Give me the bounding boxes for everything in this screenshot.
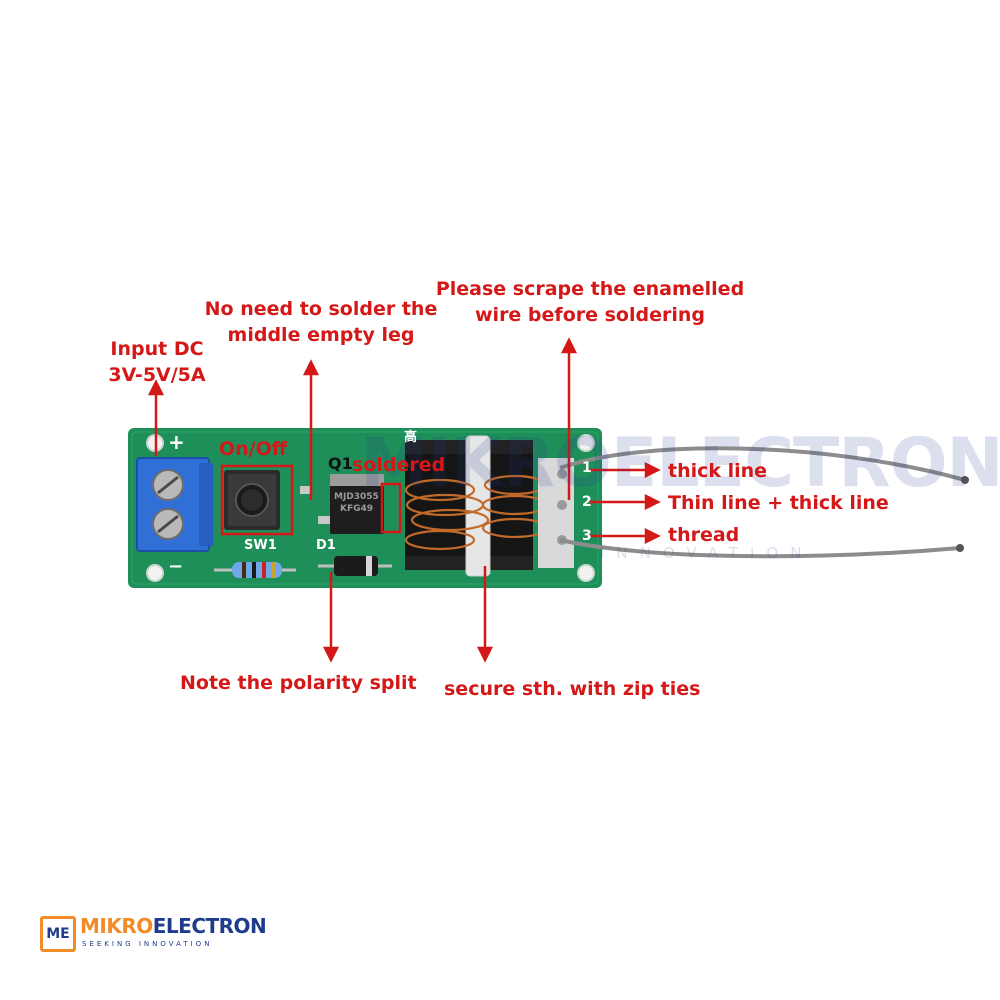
board-label-pin1: 1 xyxy=(582,460,592,476)
board-label-pin2: 2 xyxy=(582,494,592,510)
annotation-soldered: soldered xyxy=(352,454,446,476)
board-label-high: 高 xyxy=(404,430,418,445)
watermark-name: MIKROELECTRON xyxy=(360,424,1000,503)
annotation-scrape-line1: Please scrape the enamelled xyxy=(435,278,745,300)
board-label-sw1: SW1 xyxy=(244,538,277,553)
board-label-pin3: 3 xyxy=(582,528,592,544)
watermark-tagline: INNOVATION xyxy=(600,544,814,562)
mounting-hole xyxy=(146,564,164,582)
mounting-hole xyxy=(577,434,595,452)
board-label-q1: Q1 xyxy=(328,454,353,473)
brand-logo-name-part1: MIKRO xyxy=(80,914,153,938)
annotation-on-off: On/Off xyxy=(219,438,288,460)
on-off-highlight-box xyxy=(220,464,294,536)
annotation-scrape: Please scrape the enamelled wire before … xyxy=(430,276,750,328)
mounting-hole xyxy=(577,564,595,582)
chip-marking-line2: KFG49 xyxy=(340,504,374,514)
coil-windings xyxy=(404,474,549,551)
annotation-input-dc-line2: 3V-5V/5A xyxy=(108,364,206,386)
annotation-arrows xyxy=(147,337,661,663)
chip-marking-line1: MJD3055 xyxy=(334,492,379,502)
annotation-input-dc-line1: Input DC xyxy=(110,338,204,360)
board-label-minus: − xyxy=(168,556,184,577)
transistor-q1 xyxy=(330,478,384,534)
annotation-polarity: Note the polarity split xyxy=(180,672,417,694)
brand-logo-mark: ME xyxy=(40,916,76,952)
annotation-thin-thick-line: Thin line + thick line xyxy=(668,492,889,514)
brand-logo-name: MIKROELECTRON xyxy=(80,914,267,938)
zip-tie xyxy=(465,435,491,577)
annotation-middle-leg-line1: No need to solder the xyxy=(204,298,438,320)
annotation-input-dc: Input DC 3V-5V/5A xyxy=(92,336,222,388)
board-label-d1: D1 xyxy=(316,538,336,553)
brand-logo: ME MIKROELECTRON SEEKING INNOVATION xyxy=(40,914,267,954)
board-label-plus: + xyxy=(168,430,185,454)
soldered-highlight-box xyxy=(380,482,402,534)
annotation-middle-leg: No need to solder the middle empty leg xyxy=(196,296,446,348)
annotation-thread: thread xyxy=(668,524,740,546)
annotation-zip-ties: secure sth. with zip ties xyxy=(444,678,701,700)
high-voltage-wire xyxy=(559,446,966,482)
annotation-thick-line: thick line xyxy=(668,460,768,482)
brand-logo-name-part2: ELECTRON xyxy=(152,914,267,938)
high-voltage-wire xyxy=(559,538,961,559)
annotation-middle-leg-line2: middle empty leg xyxy=(227,324,415,346)
brand-logo-tagline: SEEKING INNOVATION xyxy=(82,940,213,948)
annotation-scrape-line2: wire before soldering xyxy=(475,304,705,326)
